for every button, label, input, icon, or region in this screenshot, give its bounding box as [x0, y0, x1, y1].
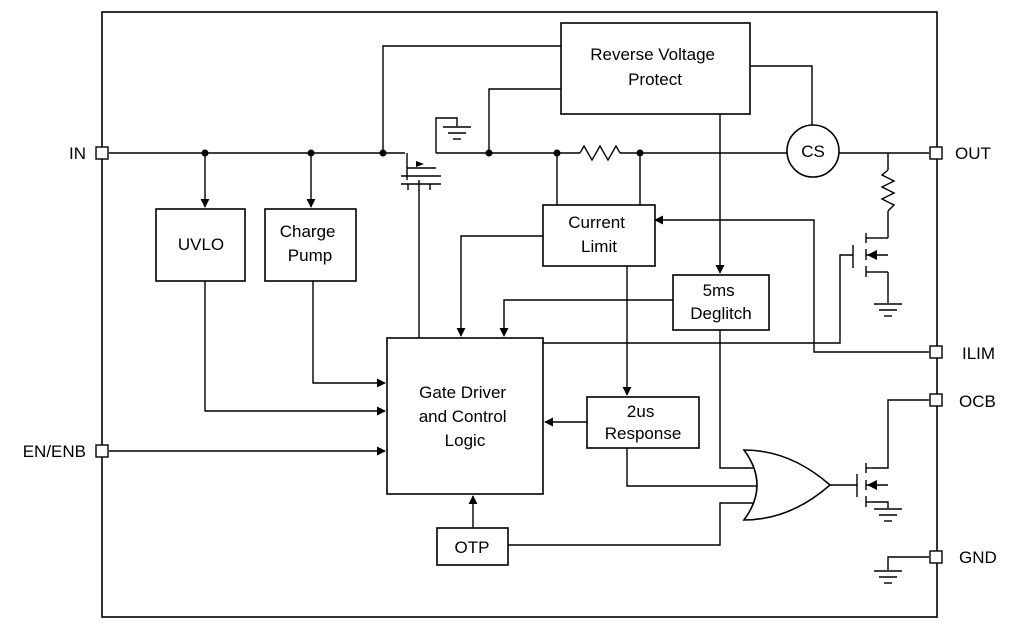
deglitch-label: 5ms Deglitch [690, 281, 751, 323]
ground-icon [443, 126, 471, 140]
ground-icon [874, 303, 902, 317]
reverse-voltage-label: Reverse Voltage Protect [590, 45, 719, 89]
uvlo-label: UVLO [178, 235, 224, 254]
ground-icon [874, 570, 902, 584]
gate-driver-label: Gate Driver and Control Logic [419, 383, 512, 450]
pin-out-label: OUT [955, 144, 991, 163]
charge-pump-label: Charge Pump [280, 222, 341, 265]
pin-en [95, 444, 109, 458]
deglitch-block [672, 274, 770, 331]
current-limit-label: Current Limit [568, 213, 629, 256]
pass-mosfet-icon [401, 161, 441, 190]
sense-resistor-icon [579, 144, 621, 162]
cs-label: CS [801, 142, 825, 161]
junction-dots [201, 149, 644, 157]
pull-resistor-icon [880, 169, 896, 212]
pin-out [929, 146, 943, 160]
uvlo-block [155, 208, 246, 282]
pin-in-label: IN [69, 144, 86, 163]
pin-in [95, 146, 109, 160]
pin-ilim-label: ILIM [962, 344, 995, 363]
or-gate-icon [742, 449, 832, 521]
wires [109, 45, 929, 570]
ocb-fet-icon [856, 463, 888, 507]
response-label: 2us Response [605, 402, 682, 443]
reverse-voltage-block [560, 22, 751, 115]
otp-label: OTP [455, 538, 490, 557]
response-block [586, 396, 700, 449]
pin-gnd-label: GND [959, 548, 997, 567]
chip-outline [101, 11, 938, 618]
ground-icon [874, 508, 902, 522]
pin-gnd [929, 550, 943, 564]
current-limit-block [542, 204, 656, 267]
pin-en-label: EN/ENB [23, 442, 86, 461]
gate-driver-block [386, 337, 544, 495]
pin-ocb [929, 393, 943, 407]
current-sense-circle [786, 124, 840, 178]
pin-ilim [929, 345, 943, 359]
ilim-fet-icon [852, 233, 888, 277]
otp-block [436, 527, 509, 566]
pin-ocb-label: OCB [959, 392, 996, 411]
charge-pump-block [264, 208, 357, 282]
